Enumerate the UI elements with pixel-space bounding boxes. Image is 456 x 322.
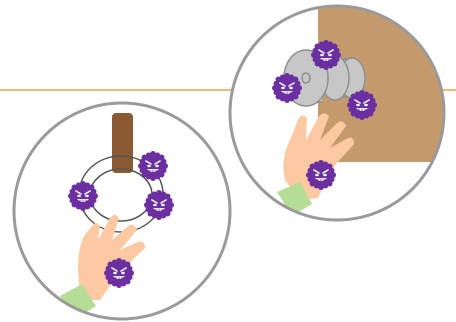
germ-icon — [143, 189, 175, 221]
germ-icon — [67, 180, 99, 212]
germ-icon — [103, 257, 135, 289]
left-panel — [12, 101, 232, 321]
germ-icon — [271, 72, 303, 104]
hand-icon — [277, 113, 354, 216]
right-panel — [228, 4, 446, 222]
germ-icon — [346, 89, 378, 121]
germ-icon — [310, 39, 342, 71]
pole — [112, 113, 133, 173]
germ-icon — [305, 159, 337, 191]
germ-icon — [137, 150, 169, 182]
